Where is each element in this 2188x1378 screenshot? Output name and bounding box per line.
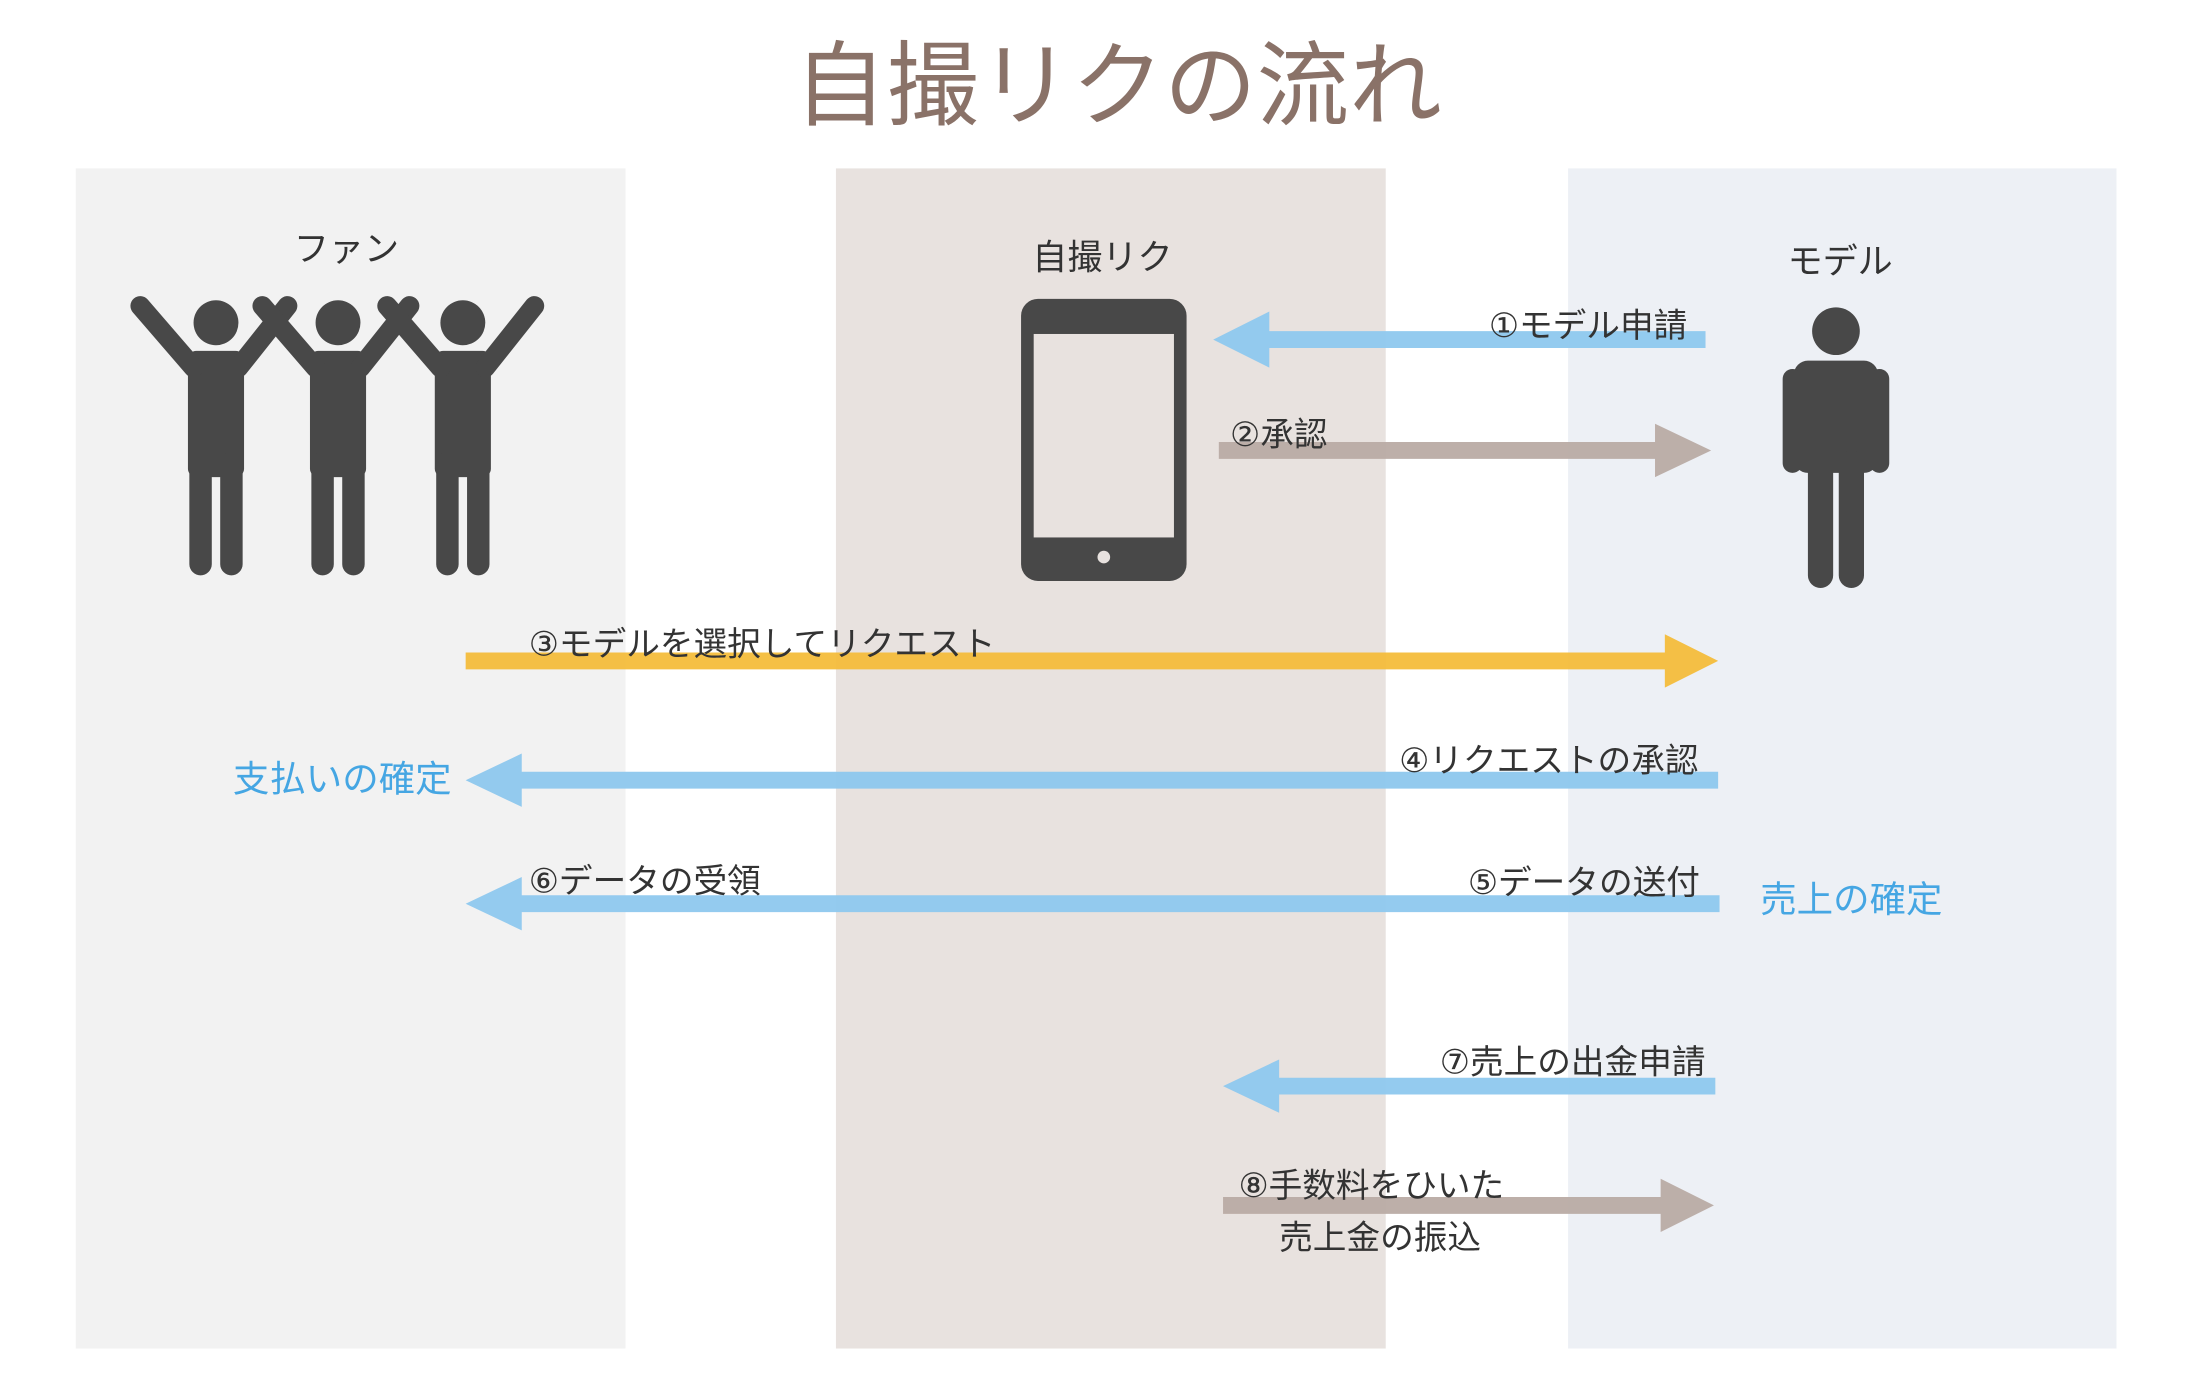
- arrow-step-8: [1223, 1178, 1714, 1233]
- step-4-label: ④リクエストの承認: [1399, 741, 1698, 780]
- page-title: 自撮リクの流れ: [794, 32, 1442, 140]
- step-6-label: ⑥データの受領: [529, 861, 761, 900]
- arrow-step-7: [1223, 1059, 1716, 1113]
- payment-confirmed-note: 支払いの確定: [233, 757, 452, 800]
- group-of-people-icon: [130, 300, 534, 564]
- column-label-model: モデル: [1788, 242, 1893, 283]
- person-icon: [1782, 307, 1890, 588]
- sales-confirmed-note: 売上の確定: [1760, 878, 1942, 921]
- step-3-label: ③モデルを選択してリクエスト: [529, 624, 996, 663]
- step-7-label: ⑦売上の出金申請: [1440, 1042, 1706, 1081]
- step-2-label: ②承認: [1230, 415, 1327, 454]
- arrow-step-1: [1213, 311, 1706, 368]
- arrow-step-2: [1218, 423, 1712, 478]
- arrow-step-5-6: [465, 877, 1720, 931]
- arrow-step-4: [465, 753, 1719, 807]
- arrow-step-3: [465, 634, 1719, 688]
- column-label-app: 自撮リク: [1032, 237, 1172, 278]
- step-5-label: ⑤データの送付: [1468, 863, 1700, 902]
- step-1-label: ①モデル申請: [1489, 306, 1687, 345]
- step-8-label-line2: 売上金の振込: [1279, 1218, 1481, 1257]
- smartphone-icon: [1021, 298, 1187, 581]
- column-label-fan: ファン: [294, 229, 399, 270]
- step-8-label-line1: ⑧手数料をひいた: [1238, 1166, 1504, 1205]
